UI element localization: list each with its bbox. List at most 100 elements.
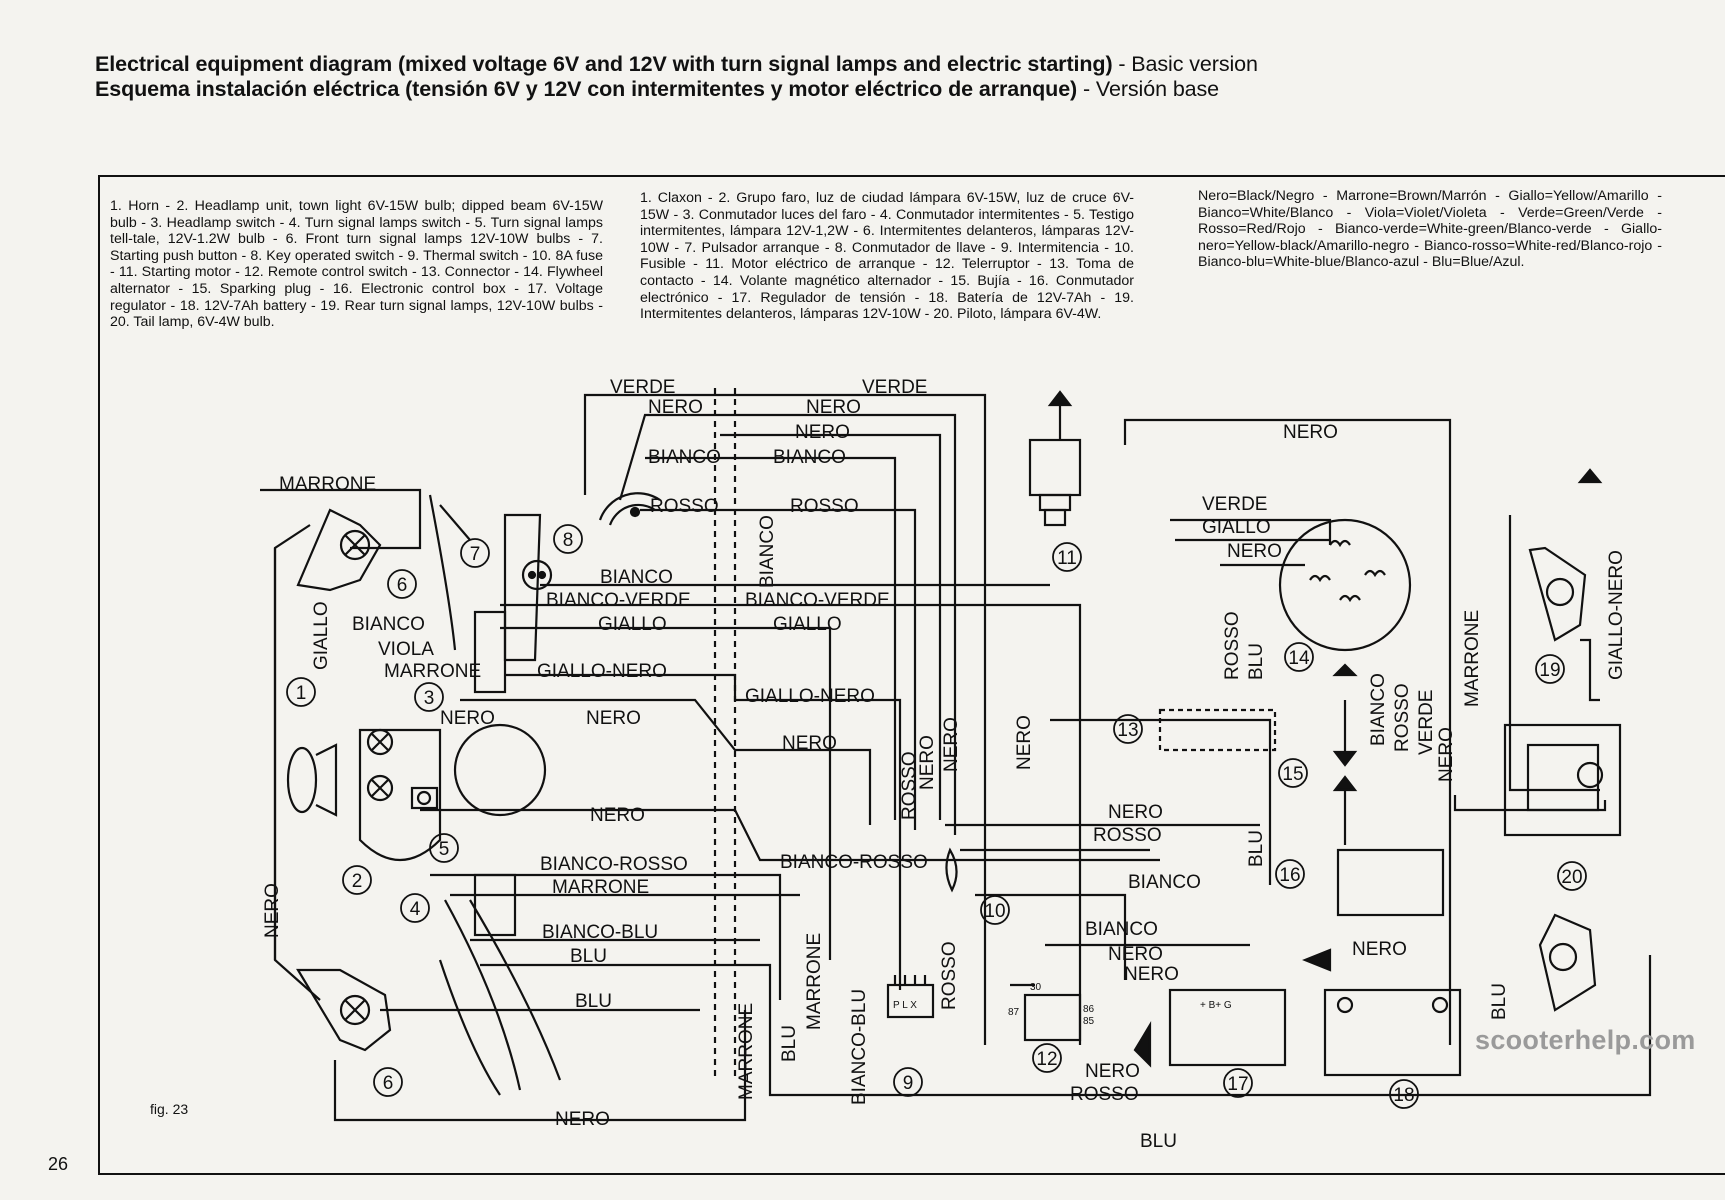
label-blu-vertical-3: BLU (1246, 830, 1267, 867)
label-blu-vertical-right: BLU (1489, 983, 1510, 1020)
thermal-switch-icon (886, 975, 935, 1019)
thermal-terminals: P L X (893, 1000, 917, 1011)
label-marrone-vertical-1: MARRONE (736, 1003, 757, 1100)
label-marrone-switch: MARRONE (384, 661, 481, 682)
component-number-3: 3 (414, 682, 444, 712)
wires (260, 388, 1652, 1122)
component-number-11: 11 (1052, 542, 1082, 572)
label-nero-right-2: NERO (1108, 802, 1163, 823)
label-nero-1b: NERO (806, 397, 861, 418)
label-blu-bottom: BLU (1140, 1131, 1177, 1152)
label-bianco-a: BIANCO (648, 447, 721, 468)
label-nero-mid-b: NERO (782, 733, 837, 754)
headlamp-icon (358, 728, 442, 861)
label-rosso-vertical-15: ROSSO (1392, 683, 1413, 752)
connector-13-icon (1158, 708, 1277, 752)
front-turn-lamp-top-icon (296, 508, 382, 592)
front-turn-lamp-bottom-icon (296, 968, 392, 1052)
fuse-icon (945, 847, 958, 893)
start-button-icon (521, 559, 553, 591)
label-viola: VIOLA (378, 639, 434, 660)
component-number-9: 9 (893, 1067, 923, 1097)
svg-text:8: 8 (563, 530, 574, 551)
label-nero-2: NERO (795, 422, 850, 443)
turn-switch-icon (473, 873, 517, 937)
wire-bianco-verde (500, 603, 1082, 1045)
title-spanish-main: Esquema instalación eléctrica (tensión 6… (95, 77, 1078, 101)
component-number-20: 20 (1557, 861, 1587, 891)
label-bianco-blu: BIANCO-BLU (542, 922, 658, 943)
label-giallo-b: GIALLO (773, 614, 842, 635)
control-box-icon (1336, 848, 1445, 917)
label-nero-vertical-1: NERO (917, 735, 938, 790)
component-number-4: 4 (400, 893, 430, 923)
wire-nero-top-right (1123, 418, 1452, 1045)
svg-text:17: 17 (1227, 1074, 1248, 1095)
wire-nero-2 (720, 433, 942, 820)
wire-marrone-v19 (1508, 515, 1600, 792)
wire-gnero-v19 (1580, 638, 1600, 702)
label-nero-switch: NERO (440, 708, 495, 729)
wire-marrone-top (260, 488, 422, 550)
wire-nero-v20 (1453, 795, 1607, 812)
label-rosso-vertical-1: ROSSO (899, 751, 920, 820)
label-marrone-top: MARRONE (279, 474, 376, 495)
rear-turn-lamp-top-icon (1528, 468, 1603, 642)
svg-text:4: 4 (410, 899, 421, 920)
label-rosso-b: ROSSO (790, 496, 859, 517)
label-verde-vertical-15: VERDE (1416, 690, 1437, 755)
spark-plug-icon (1332, 663, 1358, 845)
legend-spanish: 1. Claxon - 2. Grupo faro, luz de ciudad… (640, 190, 1134, 323)
wire-giallo (500, 626, 832, 960)
svg-text:14: 14 (1288, 648, 1310, 669)
component-number-8: 8 (553, 524, 583, 554)
label-verde-top-right: VERDE (862, 377, 927, 398)
regulator-terminals: + B+ G (1200, 1000, 1232, 1011)
svg-text:1: 1 (296, 683, 307, 704)
label-nero-mid-a: NERO (586, 708, 641, 729)
svg-text:5: 5 (439, 839, 450, 860)
label-nero-bottom: NERO (555, 1109, 610, 1130)
label-bianco-vertical-15: BIANCO (1368, 673, 1389, 746)
svg-text:10: 10 (984, 901, 1005, 922)
label-bianco-rosso-b: BIANCO-ROSSO (780, 852, 928, 873)
label-giallo-nero-b: GIALLO-NERO (745, 686, 875, 707)
component-number-12: 12 (1032, 1043, 1062, 1073)
label-giallo-nero-vertical-19: GIALLO-NERO (1606, 550, 1627, 680)
label-giallo-left: GIALLO (311, 601, 332, 670)
label-nero-vertical-20: NERO (1436, 727, 1457, 782)
label-verde-top-left: VERDE (610, 377, 675, 398)
watermark-text: scooterhelp.com (1475, 1025, 1696, 1055)
svg-text:7: 7 (470, 544, 481, 565)
component-number-15: 15 (1278, 758, 1308, 788)
svg-text:13: 13 (1117, 720, 1138, 741)
label-bianco-vertical: BIANCO (757, 515, 778, 588)
svg-text:12: 12 (1036, 1049, 1057, 1070)
component-number-14: 14 (1284, 642, 1314, 672)
title-english-main: Electrical equipment diagram (mixed volt… (95, 52, 1113, 76)
label-rosso-a: ROSSO (650, 496, 719, 517)
label-verde-right: VERDE (1202, 494, 1267, 515)
label-nero-1a: NERO (648, 397, 703, 418)
telltale-lamp-icon (410, 786, 439, 810)
svg-text:18: 18 (1393, 1085, 1414, 1106)
label-nero-relay-b: NERO (1124, 964, 1179, 985)
figure-label: fig. 23 (150, 1101, 189, 1117)
label-bianco-verde-b: BIANCO-VERDE (745, 590, 890, 611)
components (286, 390, 1622, 1096)
label-nero-regulator: NERO (1085, 1061, 1140, 1082)
wire-verde-top (583, 393, 987, 1045)
label-nero-top-right: NERO (1283, 422, 1338, 443)
rear-turn-lamp-bottom-icon (1538, 913, 1597, 1012)
horn-icon (286, 743, 338, 817)
component-number-5: 5 (429, 833, 459, 863)
label-bianco-blu-vertical: BIANCO-BLU (849, 989, 870, 1105)
label-rosso-vertical-2: ROSSO (939, 941, 960, 1010)
relay-terminal-87: 87 (1008, 1007, 1020, 1018)
title-english-sub: - Basic version (1118, 52, 1258, 76)
relay-terminal-30: 30 (1030, 982, 1042, 993)
label-blu-vertical-2: BLU (1246, 643, 1267, 680)
component-number-2: 2 (342, 865, 372, 895)
flywheel-alternator-icon (1278, 518, 1412, 652)
